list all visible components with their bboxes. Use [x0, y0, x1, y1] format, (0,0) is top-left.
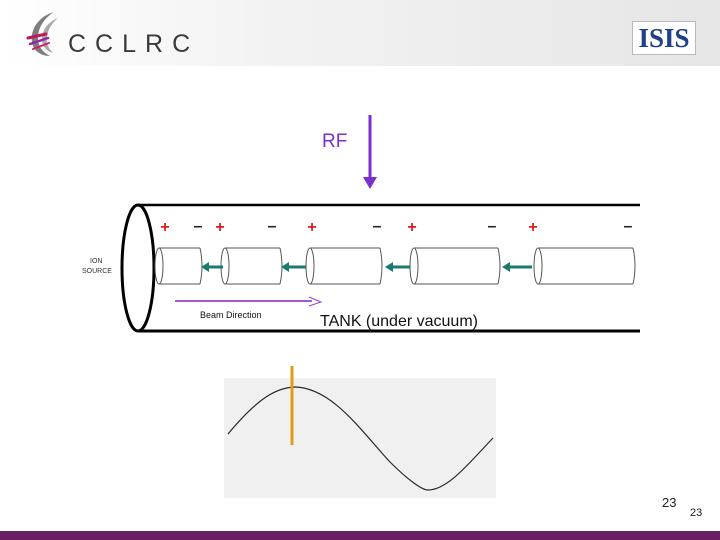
sine-wave-curve	[227, 386, 494, 491]
beam-direction-arrow-icon	[175, 296, 323, 307]
polarity-sign: –	[488, 218, 497, 235]
linac-tank-diagram: + – + – + – + – + – ION SOURCE Beam Dire…	[82, 203, 640, 333]
polarity-sign: –	[373, 218, 382, 235]
cclrc-logo-text: CCLRC	[68, 30, 200, 58]
field-arrow-icon	[281, 262, 306, 272]
drift-tube-2	[220, 247, 283, 285]
polarity-sign: –	[194, 218, 203, 235]
polarity-sign: +	[160, 219, 169, 236]
drift-tube-1	[154, 247, 203, 285]
page-number-secondary: 23	[690, 507, 703, 519]
footer-bar	[0, 531, 720, 540]
polarity-sign: +	[528, 219, 537, 236]
drift-tube-3	[305, 247, 383, 285]
page-number: 23	[662, 495, 677, 510]
polarity-sign: +	[407, 219, 416, 236]
tank-end-ellipse	[120, 203, 156, 333]
tank-label: TANK (under vacuum)	[320, 313, 478, 330]
cclrc-logo-icon	[26, 12, 58, 56]
field-arrow-icon	[201, 262, 223, 272]
field-arrow-icon	[385, 262, 410, 272]
ion-source-label-line2: SOURCE	[82, 268, 112, 275]
polarity-sign: +	[307, 219, 316, 236]
field-arrow-icon	[502, 262, 532, 272]
ion-source-label-line1: ION	[90, 258, 102, 265]
drift-tube-5	[533, 247, 636, 285]
wave-plot-background	[224, 378, 496, 498]
polarity-sign: +	[215, 219, 224, 236]
rf-label: RF	[322, 131, 348, 152]
rf-sine-wave-plot	[224, 366, 496, 498]
isis-logo-badge: ISIS	[632, 21, 696, 55]
beam-direction-label: Beam Direction	[200, 310, 262, 320]
polarity-sign: –	[268, 218, 277, 235]
polarity-sign: –	[624, 218, 633, 235]
drift-tube-4	[409, 247, 501, 285]
header-banner: CCLRC ISIS	[0, 0, 720, 66]
rf-down-arrow-icon	[363, 115, 377, 189]
